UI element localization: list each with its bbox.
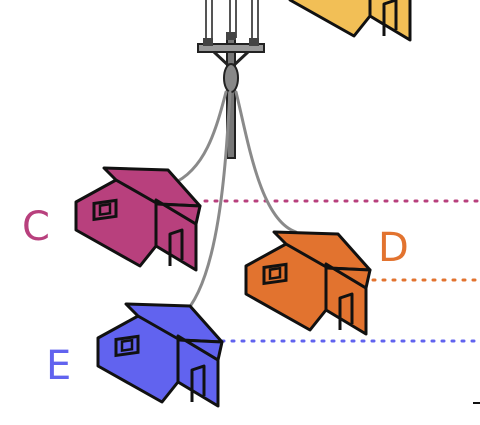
house-e [96,302,224,408]
label-c: C [22,204,50,250]
label-d: D [378,225,409,271]
cable-to-house-e [180,90,232,318]
cable-to-house-d [234,90,298,234]
cable-to-house-c [170,90,228,186]
service-cables [170,90,298,318]
house-d [244,230,372,336]
house-top-partial [288,0,416,42]
label-e: E [46,343,71,389]
house-c [74,166,202,272]
overhead-wires [205,0,259,44]
